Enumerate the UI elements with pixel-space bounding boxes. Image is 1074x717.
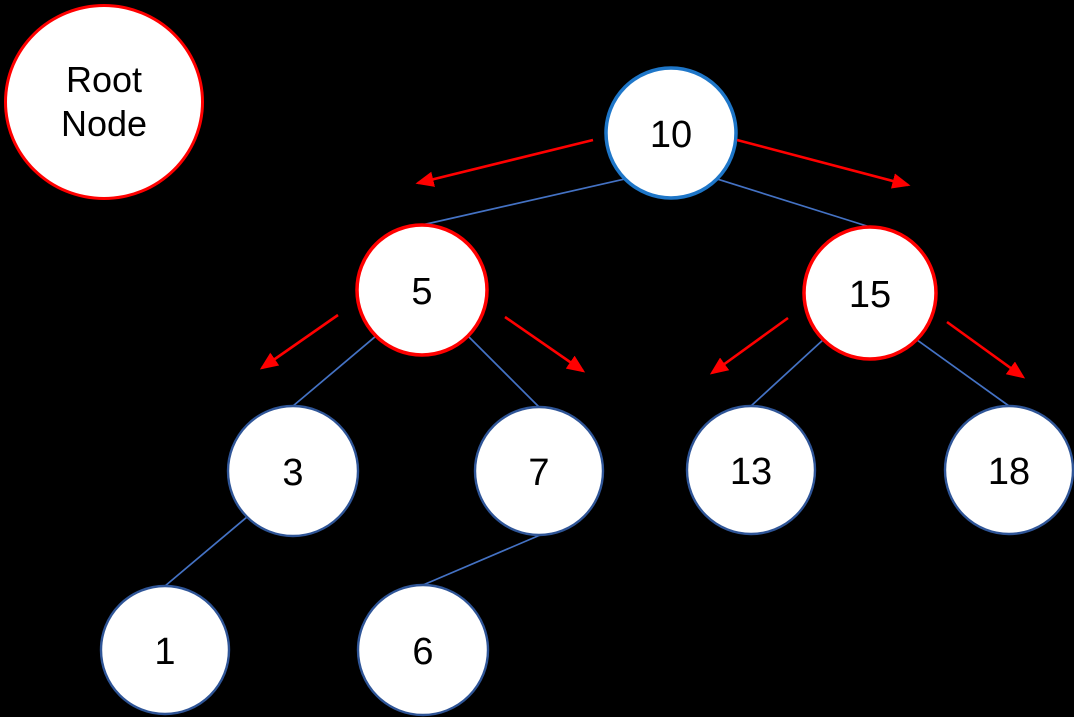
traversal-arrow-15-left [709, 316, 789, 375]
tree-node-circle-18 [943, 404, 1074, 536]
tree-node-circle-5 [355, 223, 489, 357]
tree-edge-5-3 [292, 335, 377, 407]
tree-node-1: 1 [99, 584, 231, 716]
tree-node-13: 13 [685, 404, 817, 536]
traversal-arrow-10-right [736, 138, 911, 189]
tree-node-10: 10 [604, 66, 738, 200]
traversal-arrow-10-left [415, 138, 594, 187]
root-node-legend-label: Root Node [60, 59, 148, 144]
root-node-legend: Root Node [4, 4, 204, 200]
tree-edge-15-18 [916, 338, 1010, 407]
traversal-arrow-5-left [259, 313, 339, 370]
tree-edge-10-15 [716, 178, 871, 228]
tree-node-circle-7 [473, 405, 605, 537]
tree-node-circle-13 [685, 404, 817, 536]
traversal-arrow-5-right [504, 315, 586, 373]
tree-node-6: 6 [356, 583, 490, 717]
tree-node-3: 3 [226, 404, 360, 538]
tree-node-5: 5 [355, 223, 489, 357]
tree-node-circle-6 [356, 583, 490, 717]
traversal-arrow-15-right [946, 320, 1026, 379]
tree-nodes-layer: 10 5 15 3 7 13 18 1 6 [99, 66, 1074, 717]
tree-node-label-13: 13 [730, 451, 772, 493]
tree-node-label-5: 5 [411, 271, 432, 313]
tree-edge-15-13 [750, 339, 824, 407]
tree-node-7: 7 [473, 405, 605, 537]
traversal-arrows-layer [259, 138, 1026, 379]
tree-node-label-7: 7 [528, 452, 549, 494]
tree-node-18: 18 [943, 404, 1074, 536]
tree-edge-5-7 [467, 335, 540, 408]
tree-node-circle-3 [226, 404, 360, 538]
tree-node-15: 15 [802, 225, 938, 361]
tree-edges-layer [164, 178, 1010, 587]
tree-node-circle-10 [604, 66, 738, 200]
tree-node-label-1: 1 [154, 631, 175, 673]
tree-node-circle-1 [99, 584, 231, 716]
tree-node-label-3: 3 [282, 452, 303, 494]
tree-edge-10-5 [421, 178, 626, 226]
tree-node-label-6: 6 [412, 631, 433, 673]
tree-node-label-18: 18 [988, 451, 1030, 493]
tree-node-label-10: 10 [650, 114, 692, 156]
tree-node-circle-15 [802, 225, 938, 361]
tree-node-label-15: 15 [849, 274, 891, 316]
tree-edge-3-1 [164, 516, 248, 587]
